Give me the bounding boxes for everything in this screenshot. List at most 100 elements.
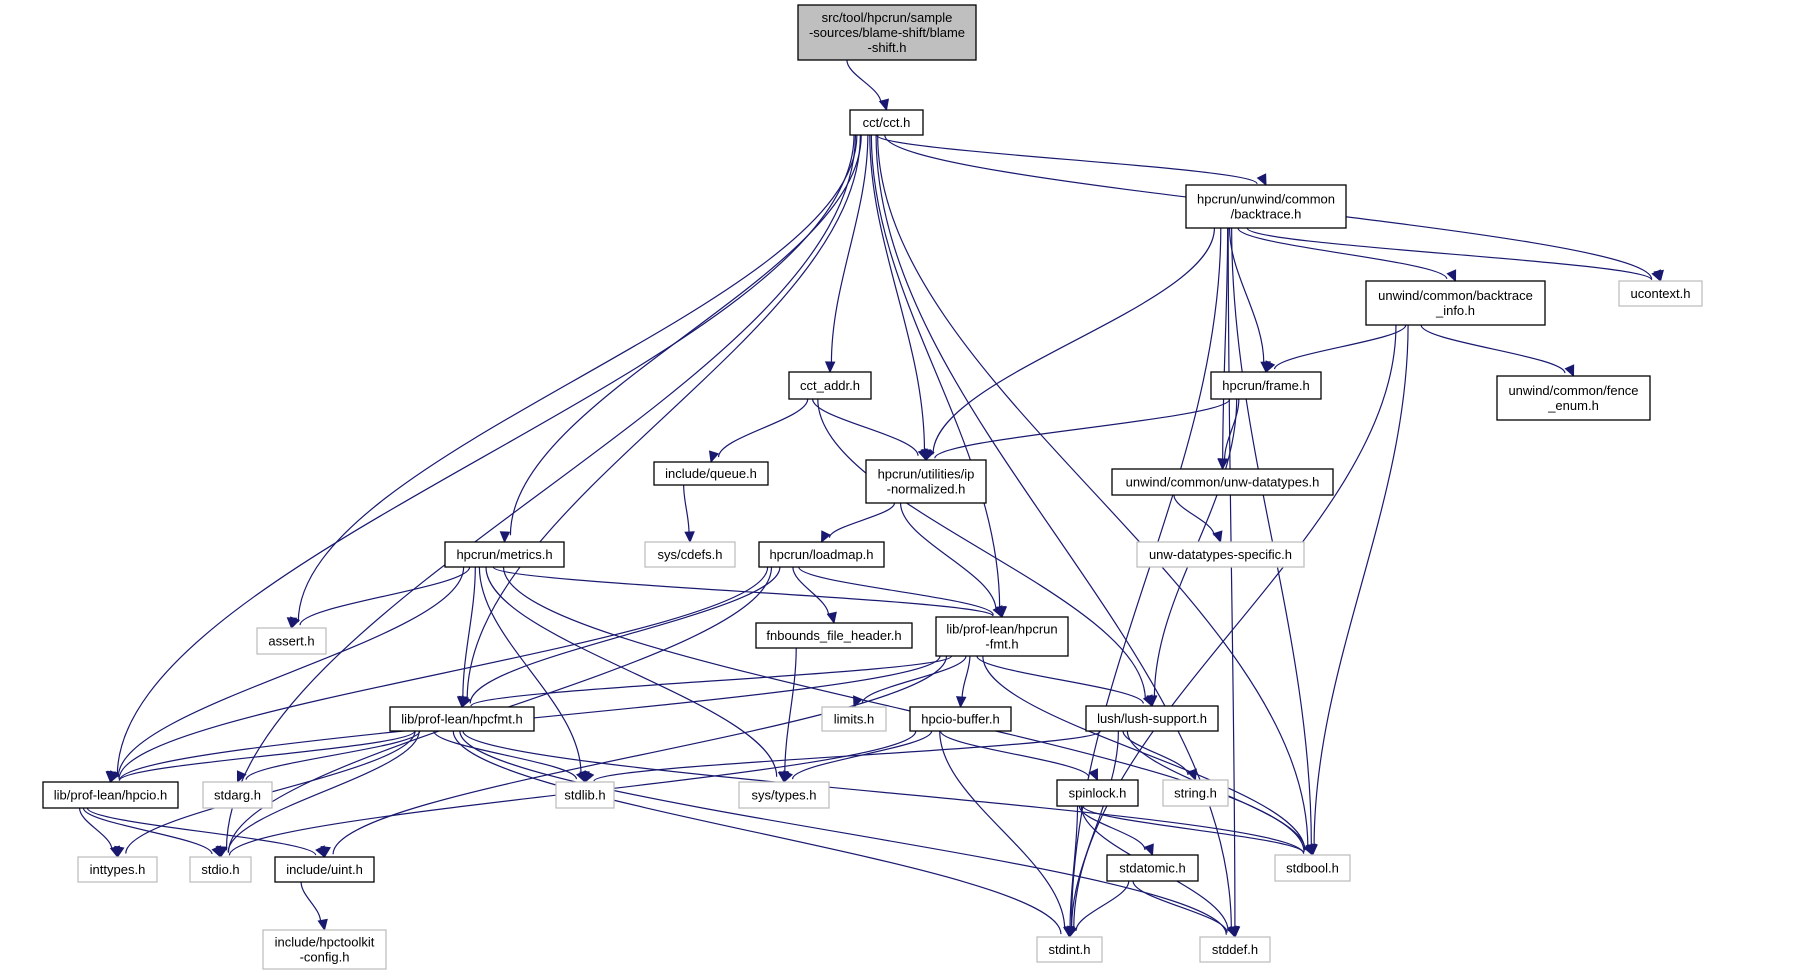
node-box (189, 856, 252, 883)
edge-cct-to-hpcfmt (456, 134, 861, 709)
node-box (274, 856, 375, 883)
arrowhead-icon (708, 450, 720, 464)
node-fnbounds[interactable]: fnbounds_file_header.h (755, 622, 913, 649)
arrowhead-icon (820, 530, 831, 544)
edge-cct-to-hpcrunfmt (870, 134, 1008, 619)
node-backtrace[interactable]: hpcrun/unwind/common/backtrace.h (1185, 184, 1347, 229)
node-box (758, 541, 885, 568)
node-frame[interactable]: hpcrun/frame.h (1210, 371, 1322, 400)
node-label: cct_addr.h (800, 378, 860, 393)
node-box (262, 929, 387, 970)
node-box (849, 109, 924, 136)
node-systypes[interactable]: sys/types.h (738, 781, 830, 809)
arrowhead-icon (783, 770, 793, 784)
edge-ipnorm-to-loadmap (820, 502, 896, 544)
node-backtrace_info[interactable]: unwind/common/backtrace_info.h (1365, 280, 1546, 326)
node-cdefs[interactable]: sys/cdefs.h (644, 541, 736, 568)
node-label: stdio.h (201, 862, 239, 877)
edge-queue-to-cdefs (683, 484, 695, 544)
edge-metrics-to-hpcio (106, 566, 465, 784)
arrowhead-icon (499, 531, 511, 544)
node-label: hpcrun/metrics.h (456, 547, 552, 562)
edge-cct_addr-to-ipnorm (812, 398, 928, 462)
node-box (42, 781, 179, 809)
node-stdint[interactable]: stdint.h (1036, 936, 1103, 963)
node-label: stdlib.h (564, 788, 605, 803)
edge-cct-to-cct_addr (824, 134, 869, 374)
node-inttypes[interactable]: inttypes.h (77, 856, 158, 883)
node-hpctkconfig[interactable]: include/hpctoolkit-config.h (262, 929, 387, 970)
node-uint[interactable]: include/uint.h (274, 856, 375, 883)
node-queue[interactable]: include/queue.h (653, 461, 769, 486)
node-ipnorm[interactable]: hpcrun/utilities/ip-normalized.h (865, 459, 987, 504)
edge-hpcrunfmt-to-hpcfmt (461, 655, 953, 709)
node-stddef[interactable]: stddef.h (1199, 936, 1271, 963)
arrowhead-icon (917, 448, 928, 462)
node-box (1162, 779, 1229, 807)
node-label: -normalized.h (887, 482, 966, 497)
node-cct[interactable]: cct/cct.h (849, 109, 924, 136)
arrowhead-icon (853, 695, 863, 709)
node-label: cct/cct.h (863, 115, 911, 130)
node-ucontext[interactable]: ucontext.h (1618, 280, 1703, 307)
node-string[interactable]: string.h (1162, 779, 1229, 807)
edge-loadmap-to-fnbounds (792, 566, 837, 625)
node-hpciobuf[interactable]: hpcio-buffer.h (909, 706, 1012, 732)
node-box (202, 781, 273, 809)
node-stdbool[interactable]: stdbool.h (1274, 854, 1351, 882)
node-fence_enum[interactable]: unwind/common/fence_enum.h (1496, 375, 1651, 421)
node-unwdts[interactable]: unw-datatypes-specific.h (1136, 541, 1305, 568)
node-stdarg[interactable]: stdarg.h (202, 781, 273, 809)
node-box (1496, 375, 1651, 421)
arrowhead-icon (1143, 843, 1154, 857)
node-label: unwind/common/backtrace (1378, 288, 1533, 303)
node-box (555, 781, 615, 809)
node-hpcfmt[interactable]: lib/prof-lean/hpcfmt.h (389, 706, 535, 732)
node-label: limits.h (834, 712, 874, 727)
node-label: _info.h (1435, 303, 1475, 318)
edge-fnbounds-to-systypes (778, 647, 797, 784)
node-stdlib[interactable]: stdlib.h (555, 781, 615, 809)
arrowhead-icon (1651, 269, 1662, 283)
node-label: hpcrun/frame.h (1222, 378, 1309, 393)
arrowhead-icon (955, 696, 967, 709)
node-loadmap[interactable]: hpcrun/loadmap.h (758, 541, 885, 568)
node-label: hpcrun/loadmap.h (769, 547, 873, 562)
node-spinlock[interactable]: spinlock.h (1056, 779, 1139, 807)
node-box (1085, 705, 1219, 732)
node-hpcio[interactable]: lib/prof-lean/hpcio.h (42, 781, 179, 809)
node-metrics[interactable]: hpcrun/metrics.h (444, 541, 565, 568)
node-unwdt[interactable]: unwind/common/unw-datatypes.h (1111, 468, 1334, 496)
node-box (788, 371, 872, 400)
node-assert[interactable]: assert.h (256, 627, 327, 655)
node-limits[interactable]: limits.h (821, 706, 887, 732)
node-label: hpcrun/utilities/ip (878, 467, 975, 482)
node-label: sys/cdefs.h (657, 547, 722, 562)
node-box (1106, 854, 1199, 882)
node-box (1185, 184, 1347, 229)
node-stdatomic[interactable]: stdatomic.h (1106, 854, 1199, 882)
node-label: fnbounds_file_header.h (766, 628, 901, 643)
node-box (1365, 280, 1546, 326)
node-label: lib/prof-lean/hpcrun (946, 622, 1057, 637)
node-hpcrunfmt[interactable]: lib/prof-lean/hpcrun-fmt.h (935, 616, 1069, 657)
node-stdio[interactable]: stdio.h (189, 856, 252, 883)
node-label: stdarg.h (214, 788, 261, 803)
node-cct_addr[interactable]: cct_addr.h (788, 371, 872, 400)
node-label: /backtrace.h (1231, 207, 1302, 222)
arrowhead-icon (1446, 269, 1457, 283)
node-label: lib/prof-lean/hpcio.h (54, 788, 167, 803)
arrowhead-icon (1564, 364, 1575, 378)
node-label: unw-datatypes-specific.h (1149, 547, 1292, 562)
node-label: include/hpctoolkit (275, 935, 375, 950)
node-label: string.h (1174, 786, 1217, 801)
node-box (389, 706, 535, 732)
node-lush[interactable]: lush/lush-support.h (1085, 705, 1219, 732)
arrowhead-icon (1088, 768, 1099, 782)
node-label: hpcio-buffer.h (921, 712, 1000, 727)
edge-metrics-to-stdlib (478, 566, 590, 784)
arrowhead-icon (1256, 173, 1267, 187)
arrowhead-icon (109, 770, 120, 784)
edge-frame-to-unwdt (1217, 398, 1240, 471)
arrowhead-icon (315, 845, 326, 859)
